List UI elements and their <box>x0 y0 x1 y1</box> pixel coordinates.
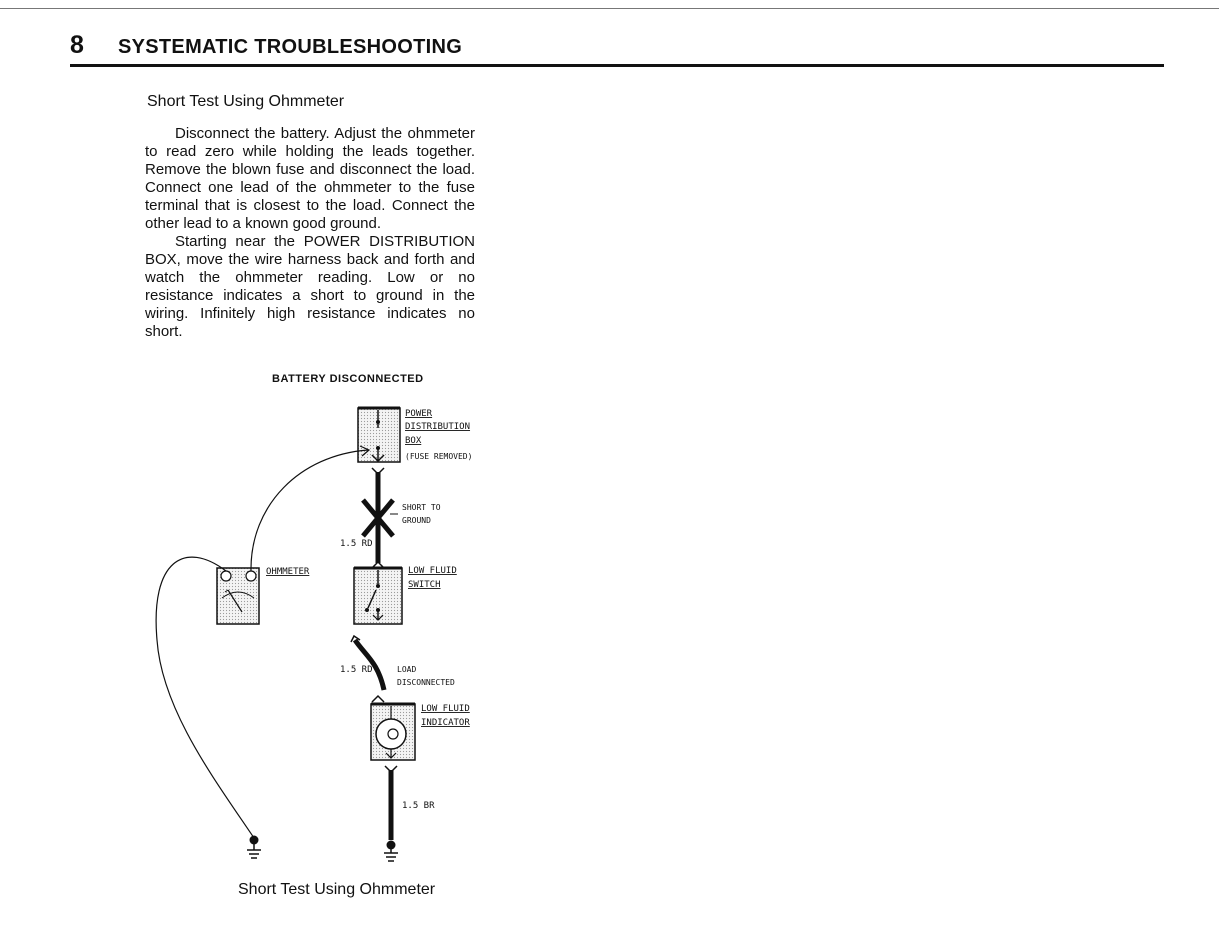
ohmmeter-lead <box>250 449 369 572</box>
short-label: GROUND <box>402 516 431 525</box>
top-rule <box>0 8 1219 9</box>
power-box-label: (FUSE REMOVED) <box>405 452 472 461</box>
load-label: DISCONNECTED <box>397 678 455 687</box>
ground-icon <box>384 840 398 862</box>
low-fluid-switch <box>353 566 403 625</box>
body-text: Disconnect the battery. Adjust the ohmme… <box>145 125 475 341</box>
chapter-number: 8 <box>70 31 84 59</box>
ground-icon <box>247 835 261 859</box>
switch-label: SWITCH <box>408 580 441 590</box>
middle-wire <box>350 634 387 691</box>
lower-wire <box>384 765 398 840</box>
short-marker <box>361 498 395 538</box>
paragraph: Starting near the POWER DISTRIBUTION BOX… <box>145 233 475 340</box>
low-fluid-indicator <box>370 702 416 761</box>
ohmmeter-label: OHMMETER <box>266 567 310 577</box>
power-box-label: BOX <box>405 436 422 446</box>
page-header: 8 SYSTEMATIC TROUBLESHOOTING <box>70 30 1164 67</box>
ohmmeter-lead <box>155 556 255 839</box>
power-box-label: DISTRIBUTION <box>405 422 470 432</box>
wire-label: 1.5 RD <box>340 665 373 675</box>
indicator-label: INDICATOR <box>421 718 470 728</box>
figure-caption: Short Test Using Ohmmeter <box>238 881 436 898</box>
figure-title: BATTERY DISCONNECTED <box>272 373 424 385</box>
load-label: LOAD <box>397 665 416 674</box>
indicator-label: LOW FLUID <box>421 704 470 714</box>
power-box-label: POWER <box>405 409 433 419</box>
chapter-title: SYSTEMATIC TROUBLESHOOTING <box>118 36 463 58</box>
short-label: SHORT TO <box>402 503 441 512</box>
switch-label: LOW FLUID <box>408 566 457 576</box>
paragraph: Disconnect the battery. Adjust the ohmme… <box>145 125 475 232</box>
ohmmeter <box>216 567 260 625</box>
wire-label: 1.5 RD <box>340 539 373 549</box>
wire-label: 1.5 BR <box>402 801 435 811</box>
section-heading: Short Test Using Ohmmeter <box>147 93 345 110</box>
